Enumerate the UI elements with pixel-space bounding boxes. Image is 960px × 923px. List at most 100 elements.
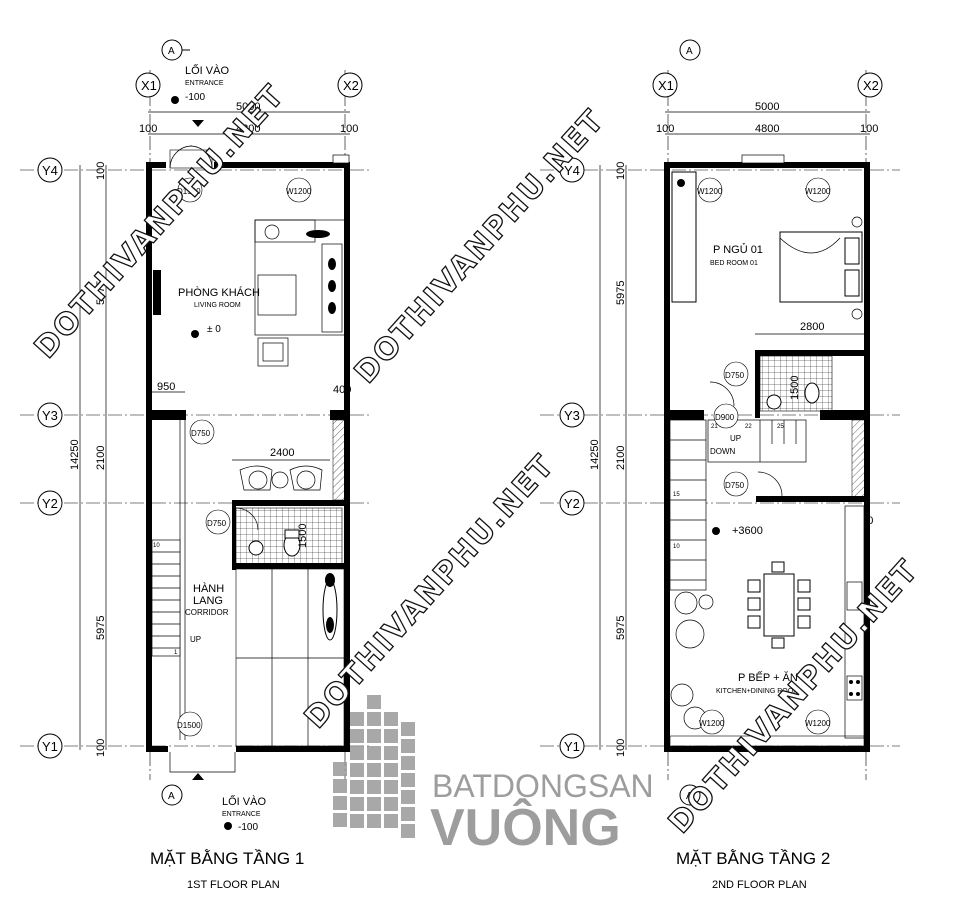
dim-vertical-total: 14250	[69, 439, 81, 470]
room-kitchen-en: KITCHEN+DINING ROOM	[716, 688, 799, 695]
dim-right: 100	[860, 123, 878, 135]
tv-icon	[153, 270, 161, 315]
svg-text:22: 22	[745, 424, 752, 430]
svg-text:Y3: Y3	[42, 408, 58, 423]
svg-text:Y4: Y4	[42, 163, 58, 178]
axis-bubble-y2: Y2	[559, 490, 585, 516]
section-marker-bottom: A	[679, 784, 701, 806]
dining-table-icon	[747, 561, 811, 649]
watermark-2: DOTHIVANPHU.NET	[348, 103, 612, 391]
svg-text:W1200: W1200	[697, 187, 723, 196]
level-zero: ± 0	[207, 324, 221, 335]
toilet-icon	[804, 382, 820, 404]
window-tag-w1200-b: W1200	[805, 177, 831, 203]
dim-2400: 2400	[270, 447, 294, 459]
svg-text:D750: D750	[191, 429, 211, 438]
stairs-up-label: UP	[190, 635, 201, 644]
svg-text:D750: D750	[207, 519, 227, 528]
svg-text:D1500: D1500	[177, 187, 201, 196]
dim-1500: 1500	[789, 376, 801, 400]
entrance-top-level: -100	[185, 92, 205, 103]
dim-1500: 1500	[297, 524, 309, 548]
dim-inner: 4800	[236, 123, 260, 135]
axis-bubble-y1: Y1	[559, 733, 585, 759]
svg-text:Y4: Y4	[564, 163, 580, 178]
dim-left: 100	[656, 123, 674, 135]
axis-bubble-y3: Y3	[559, 402, 585, 428]
window-tag-w1200: W1200	[286, 177, 312, 203]
plan-1: X1 X2 Y4 Y3 Y2 Y1 A A	[20, 39, 370, 891]
plan-2-title: MẶT BẰNG TẦNG 2	[676, 849, 830, 868]
entrance-top-en: ENTRANCE	[185, 80, 224, 87]
section-marker-top: A	[679, 39, 701, 61]
stairs: 10 1	[151, 539, 181, 657]
window-tag-w1200-c: W1200	[699, 709, 725, 735]
svg-text:Y1: Y1	[564, 739, 580, 754]
window-tag-w1200-d: W1200	[805, 709, 831, 735]
stairs-up-label: UP	[730, 434, 741, 443]
dim-total: 5000	[755, 101, 779, 113]
logo-line-1: BATDONGSAN	[432, 768, 654, 804]
axis-bubble-y1: Y1	[37, 733, 63, 759]
axis-bubble-x2: X2	[337, 72, 363, 98]
axis-bubble-x2: X2	[857, 72, 883, 98]
dim-vertical-mid: 2100	[615, 446, 627, 470]
svg-text:100: 100	[615, 739, 627, 757]
kitchen-sink-icon	[846, 581, 863, 611]
dim-vertical-mid: 2100	[95, 446, 107, 470]
wall-right	[864, 162, 870, 752]
entrance-bottom-en: ENTRANCE	[222, 811, 261, 818]
axis-bubble-x1: X1	[135, 72, 161, 98]
axis-bubble-y3: Y3	[37, 402, 63, 428]
dim-vertical-bottom: 5975	[95, 616, 107, 640]
svg-text:10: 10	[153, 543, 160, 549]
svg-text:21: 21	[711, 424, 718, 430]
svg-text:D750: D750	[725, 371, 745, 380]
entrance-bottom-vi: LỐI VÀO	[222, 794, 266, 808]
dim-inner: 4800	[755, 123, 779, 135]
stove-icon	[846, 675, 863, 701]
motorbike-icon	[322, 573, 338, 641]
room-corridor-vi-1: HÀNH	[193, 582, 224, 595]
garage-floor	[235, 568, 345, 747]
level-marker	[171, 96, 179, 104]
dim-total: 5000	[236, 101, 260, 113]
door-tag-d1500-bottom: D1500	[177, 711, 203, 737]
wall-left	[146, 162, 152, 752]
door-tag-d1500-top: D1500	[177, 177, 203, 203]
sofa-icon	[321, 243, 343, 333]
logo-mark-icon	[333, 695, 415, 838]
entrance-bottom-level: -100	[238, 822, 258, 833]
room-living-en: LIVING ROOM	[194, 302, 241, 309]
dim-vertical-top: 5975	[95, 281, 107, 305]
sofa-icon	[254, 219, 316, 243]
dim-vertical-total: 14250	[589, 439, 601, 470]
svg-text:D750: D750	[725, 481, 745, 490]
dim-left: 100	[139, 123, 157, 135]
door-tag-d750-b: D750	[205, 509, 231, 535]
svg-text:Y1: Y1	[42, 739, 58, 754]
svg-text:D900: D900	[715, 413, 735, 422]
door-tag-d750-a: D750	[189, 419, 215, 445]
svg-text:A: A	[686, 46, 693, 57]
svg-text:Y2: Y2	[42, 496, 58, 511]
door-tag-d750-b: D750	[723, 471, 749, 497]
plants-icon	[670, 591, 714, 730]
svg-text:W1200: W1200	[286, 187, 312, 196]
sink-icon	[766, 394, 782, 410]
living-area	[254, 219, 346, 336]
room-corridor-vi-2: LANG	[193, 595, 223, 607]
svg-text:X1: X1	[658, 78, 674, 93]
coffee-table-icon	[257, 274, 297, 316]
plan-2: X1 X2 Y4 Y3 Y2 Y1 A A	[540, 39, 900, 891]
kitchen-counter	[844, 505, 865, 739]
bed-icon	[779, 231, 863, 303]
plan-1-title: MẶT BẰNG TẦNG 1	[150, 849, 304, 868]
dim-400: 400	[333, 384, 351, 396]
dim-vertical-top: 5975	[615, 281, 627, 305]
entrance-top-vi: LỐI VÀO	[185, 63, 229, 77]
wardrobe-icon	[671, 171, 697, 303]
svg-text:1: 1	[174, 650, 178, 656]
dim-right: 100	[340, 123, 358, 135]
